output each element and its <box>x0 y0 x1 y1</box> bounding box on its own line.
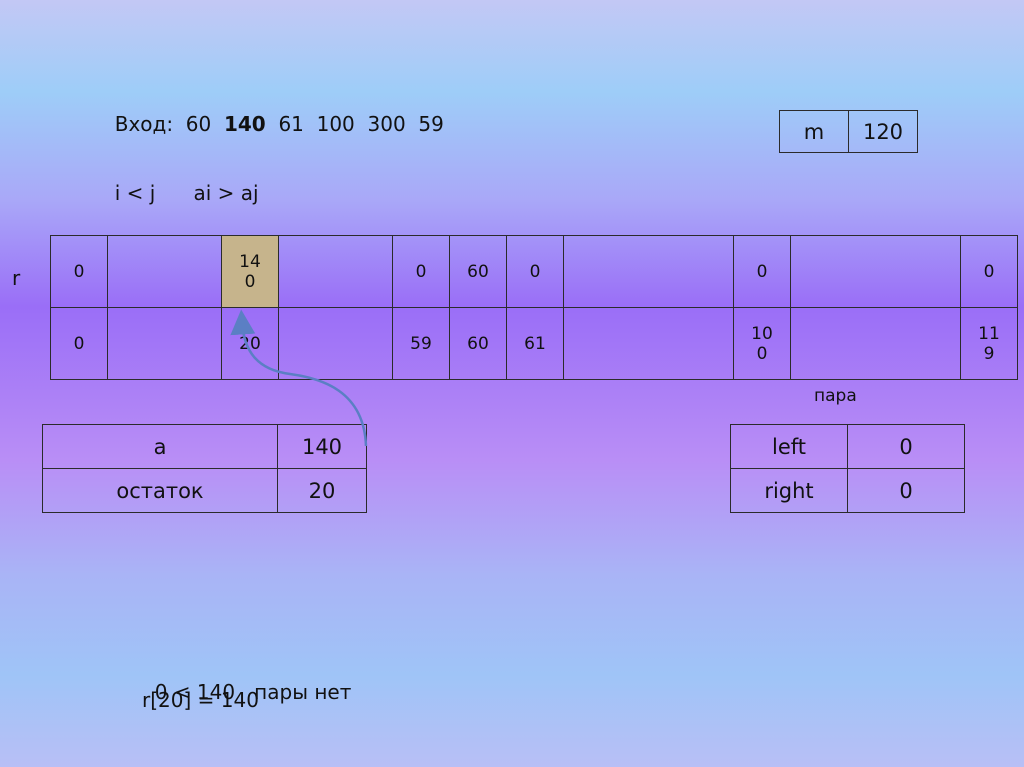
notes-comparison: 0 < 140 <box>154 680 236 704</box>
r-cell-bottom-8: 10 0 <box>733 307 791 380</box>
r-label: r <box>12 266 21 290</box>
condition-left: i < j <box>114 181 156 205</box>
right-label: right <box>730 468 848 513</box>
m-label: m <box>779 110 849 153</box>
input-value-2: 61 <box>278 112 304 136</box>
input-value-5: 59 <box>418 112 444 136</box>
r-cell-top-2: 14 0 <box>221 235 279 308</box>
input-value-1: 140 <box>223 112 266 136</box>
ostatok-row: остаток 20 <box>42 468 367 513</box>
input-label: Вход: <box>114 112 174 136</box>
para-label: пара <box>814 386 857 406</box>
r-cell-top-5: 60 <box>449 235 507 308</box>
r-cell-bottom-10: 11 9 <box>960 307 1018 380</box>
r-cell-bottom-6: 61 <box>506 307 564 380</box>
r-cell-top-10: 0 <box>960 235 1018 308</box>
m-value: 120 <box>848 110 918 153</box>
r-cell-bottom-9 <box>790 307 961 380</box>
r-cell-bottom-1 <box>107 307 222 380</box>
left-value: 0 <box>847 424 965 469</box>
r-cell-top-3 <box>278 235 393 308</box>
notes-line-2: r[20] = 140 <box>142 688 259 712</box>
a-value: 140 <box>277 424 367 469</box>
a-row: a 140 <box>42 424 367 469</box>
r-cell-top-4: 0 <box>392 235 450 308</box>
input-value-0: 60 <box>185 112 212 136</box>
r-cell-top-0: 0 <box>50 235 108 308</box>
r-cell-bottom-3 <box>278 307 393 380</box>
pair-table: left 0 right 0 <box>730 424 965 513</box>
input-line: Вход: 60 140 61 100 300 59 <box>102 88 444 136</box>
input-value-4: 300 <box>367 112 406 136</box>
input-value-3: 100 <box>316 112 355 136</box>
r-table: 0 14 0 0 60 0 0 0 0 20 59 60 61 10 0 11 … <box>50 235 1018 380</box>
r-cell-top-9 <box>790 235 961 308</box>
m-table: m 120 <box>779 110 918 153</box>
r-cell-bottom-0: 0 <box>50 307 108 380</box>
right-row: right 0 <box>730 468 965 513</box>
r-cell-top-6: 0 <box>506 235 564 308</box>
condition-line: i < j ai > aj <box>102 157 259 205</box>
notes-no-pair: пары нет <box>254 680 352 704</box>
r-cell-bottom-2: 20 <box>221 307 279 380</box>
ostatok-label: остаток <box>42 468 278 513</box>
left-row: left 0 <box>730 424 965 469</box>
ostatok-value: 20 <box>277 468 367 513</box>
right-value: 0 <box>847 468 965 513</box>
r-cell-bottom-4: 59 <box>392 307 450 380</box>
r-cell-bottom-5: 60 <box>449 307 507 380</box>
r-top-row: 0 14 0 0 60 0 0 0 <box>50 235 1018 308</box>
notes-line-1: 0 < 140 пары нет <box>142 656 352 704</box>
r-cell-bottom-7 <box>563 307 734 380</box>
condition-right: ai > aj <box>193 181 259 205</box>
r-cell-top-7 <box>563 235 734 308</box>
a-label: a <box>42 424 278 469</box>
left-label: left <box>730 424 848 469</box>
r-cell-top-1 <box>107 235 222 308</box>
a-table: a 140 остаток 20 <box>42 424 367 513</box>
r-cell-top-8: 0 <box>733 235 791 308</box>
r-bottom-row: 0 20 59 60 61 10 0 11 9 <box>50 307 1018 380</box>
